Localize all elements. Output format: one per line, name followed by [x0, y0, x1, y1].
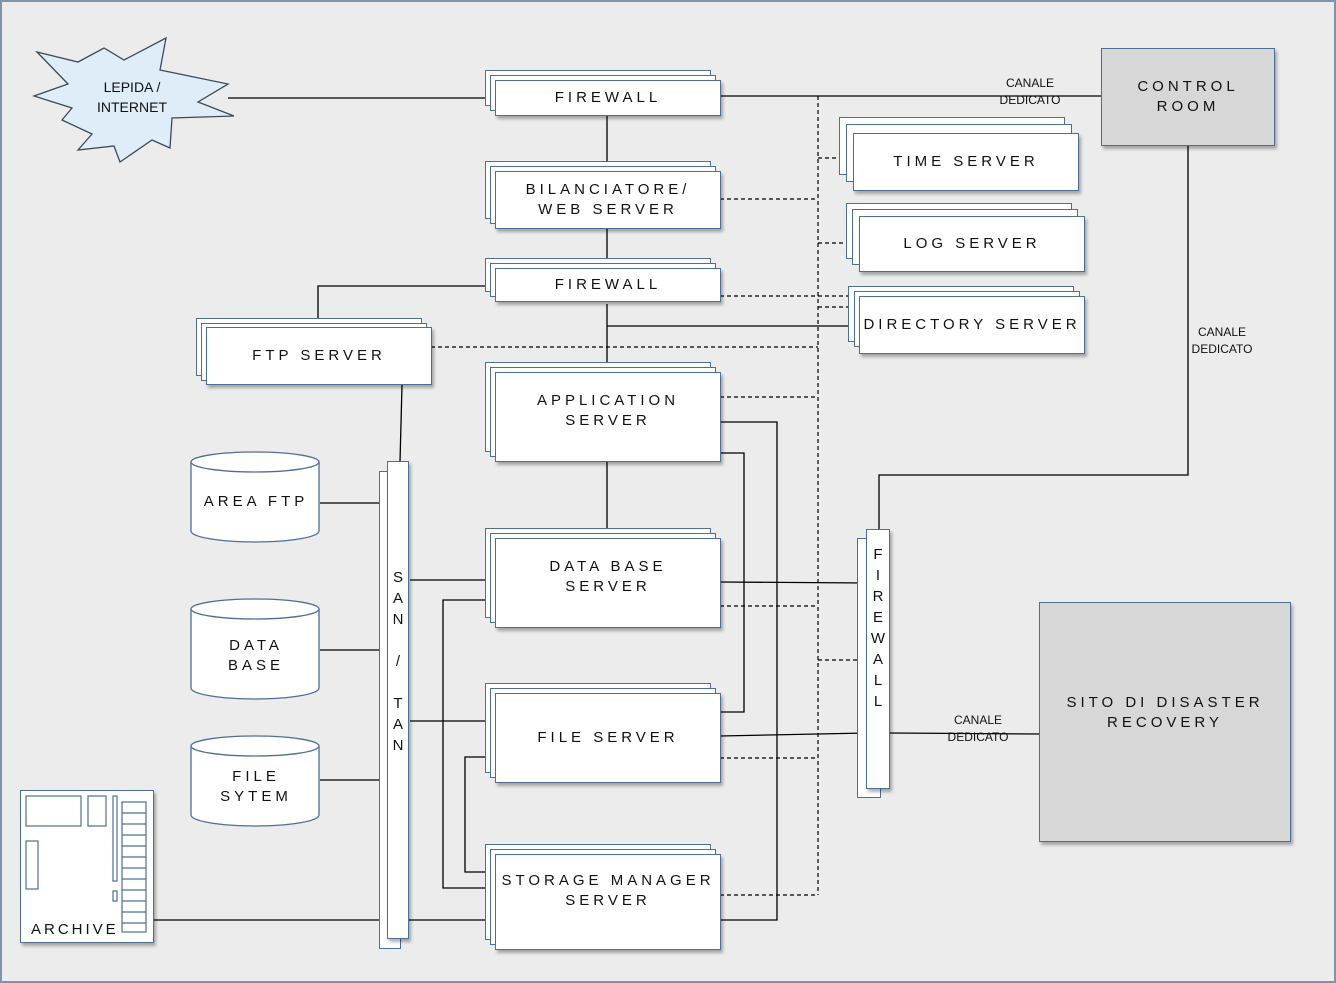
- log-server-label: LOG SERVER: [903, 235, 1041, 252]
- area-ftp-cylinder: AREA FTP: [190, 451, 322, 545]
- disaster-recovery-label: SITO DI DISASTER RECOVERY: [1066, 694, 1264, 731]
- san-tan-label: S A N / T A N: [392, 568, 404, 754]
- cylinder-icon: [190, 451, 320, 543]
- archive-node: ARCHIVE: [20, 790, 154, 943]
- file-system-cylinder: FILE SYTEM: [190, 735, 322, 831]
- canale-dedicato-right-label: CANALE DEDICATO: [1191, 325, 1253, 356]
- cylinder-icon: [190, 735, 320, 827]
- internet-burst-icon: [31, 36, 235, 164]
- bilanciatore-label: BILANCIATORE/ WEB SERVER: [525, 181, 691, 218]
- link-ftp-san: [399, 384, 403, 463]
- link-appserver-storage: [720, 421, 778, 921]
- link-firewall-recovery: [889, 732, 1041, 735]
- lepida-internet-label: LEPIDA / INTERNET: [97, 79, 167, 115]
- disaster-recovery-node: SITO DI DISASTER RECOVERY: [1039, 602, 1291, 842]
- link-firewall-ftp: [317, 285, 495, 318]
- control-room-label: CONTROL ROOM: [1137, 78, 1239, 115]
- directory-server-label: DIRECTORY SERVER: [863, 316, 1081, 333]
- link-fileserver-storage: [464, 756, 495, 873]
- file-server-label: FILE SERVER: [537, 729, 679, 746]
- link-fileserver-firewall: [719, 732, 868, 737]
- link-controlroom-firewall: [878, 146, 1189, 530]
- application-server-label: APPLICATION SERVER: [536, 392, 680, 429]
- database-server-label: DATA BASE SERVER: [549, 558, 667, 595]
- firewall-vertical-label: F I R E W A L L: [870, 546, 886, 710]
- archive-label: ARCHIVE: [31, 921, 119, 938]
- file-system-label: FILE SYTEM: [220, 768, 292, 805]
- link-dbserver-firewall: [719, 581, 868, 584]
- link-dbserver-storage: [442, 599, 495, 889]
- archive-rack-icon: [25, 795, 147, 933]
- cylinder-icon: [190, 598, 320, 700]
- firewall-top-label: FIREWALL: [554, 89, 662, 106]
- canale-dedicato-top-label: CANALE DEDICATO: [999, 76, 1061, 107]
- storage-manager-label: STORAGE MANAGER SERVER: [501, 872, 715, 909]
- data-base-cylinder: DATA BASE: [190, 598, 322, 704]
- canale-dedicato-bottom-label: CANALE DEDICATO: [947, 713, 1009, 744]
- control-room-node: CONTROL ROOM: [1101, 48, 1275, 146]
- time-server-label: TIME SERVER: [893, 153, 1039, 170]
- ftp-server-label: FTP SERVER: [252, 347, 386, 364]
- data-base-label: DATA BASE: [227, 637, 285, 674]
- firewall-mid-label: FIREWALL: [554, 276, 662, 293]
- area-ftp-label: AREA FTP: [203, 493, 309, 510]
